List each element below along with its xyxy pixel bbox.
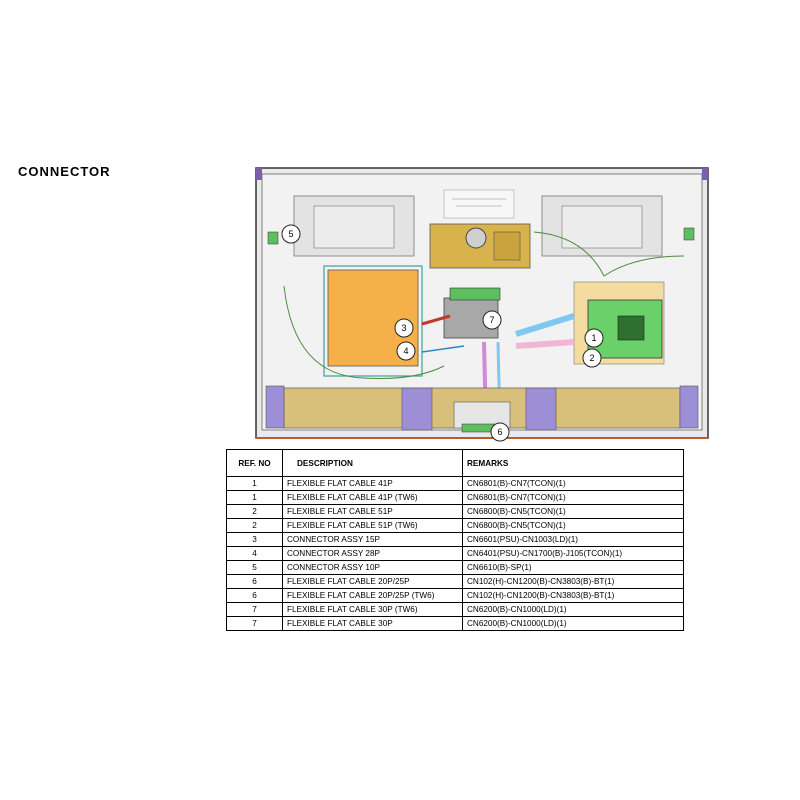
remarks-cell: CN6800(B)-CN5(TCON)(1)	[462, 518, 684, 533]
description-cell: FLEXIBLE FLAT CABLE 30P (TW6)	[282, 602, 463, 617]
description-cell: FLEXIBLE FLAT CABLE 30P	[282, 616, 463, 631]
ref-cell: 1	[226, 490, 283, 505]
tv-rear-connector-diagram: 5 3 4 7 1 2 6	[254, 166, 710, 442]
description-cell: FLEXIBLE FLAT CABLE 41P	[282, 476, 463, 491]
remarks-cell: CN102(H)-CN1200(B)-CN3803(B)-BT(1)	[462, 588, 684, 603]
description-cell: FLEXIBLE FLAT CABLE 20P/25P (TW6)	[282, 588, 463, 603]
svg-text:5: 5	[288, 229, 293, 239]
svg-text:4: 4	[403, 346, 408, 356]
description-cell: FLEXIBLE FLAT CABLE 51P	[282, 504, 463, 519]
callout-6: 6	[490, 422, 510, 442]
remarks-cell: CN6801(B)-CN7(TCON)(1)	[462, 490, 684, 505]
ref-cell: 1	[226, 476, 283, 491]
callout-3: 3	[394, 318, 414, 338]
ref-cell: 4	[226, 546, 283, 561]
description-cell: FLEXIBLE FLAT CABLE 51P (TW6)	[282, 518, 463, 533]
ref-cell: 6	[226, 574, 283, 589]
header-ref-no: REF. NO	[226, 449, 283, 477]
remarks-cell: CN102(H)-CN1200(B)-CN3803(B)-BT(1)	[462, 574, 684, 589]
svg-text:1: 1	[591, 333, 596, 343]
header-remarks: REMARKS	[462, 449, 684, 477]
callout-4: 4	[396, 341, 416, 361]
table-header-row: REF. NO DESCRIPTION REMARKS	[226, 449, 684, 477]
svg-text:7: 7	[489, 315, 494, 325]
remarks-cell: CN6200(B)-CN1000(LD)(1)	[462, 602, 684, 617]
remarks-cell: CN6610(B)-SP(1)	[462, 560, 684, 575]
ref-cell: 3	[226, 532, 283, 547]
ref-cell: 2	[226, 504, 283, 519]
ref-cell: 6	[226, 588, 283, 603]
remarks-cell: CN6200(B)-CN1000(LD)(1)	[462, 616, 684, 631]
remarks-cell: CN6801(B)-CN7(TCON)(1)	[462, 476, 684, 491]
callout-2: 2	[582, 348, 602, 368]
svg-text:6: 6	[497, 427, 502, 437]
ref-cell: 2	[226, 518, 283, 533]
description-cell: CONNECTOR ASSY 15P	[282, 532, 463, 547]
description-cell: FLEXIBLE FLAT CABLE 41P (TW6)	[282, 490, 463, 505]
callout-5: 5	[281, 224, 301, 244]
svg-text:3: 3	[401, 323, 406, 333]
callout-1: 1	[584, 328, 604, 348]
ref-cell: 5	[226, 560, 283, 575]
svg-text:2: 2	[589, 353, 594, 363]
description-cell: FLEXIBLE FLAT CABLE 20P/25P	[282, 574, 463, 589]
ref-cell: 7	[226, 616, 283, 631]
description-cell: CONNECTOR ASSY 28P	[282, 546, 463, 561]
description-cell: CONNECTOR ASSY 10P	[282, 560, 463, 575]
remarks-cell: CN6800(B)-CN5(TCON)(1)	[462, 504, 684, 519]
remarks-cell: CN6601(PSU)-CN1003(LD)(1)	[462, 532, 684, 547]
header-description: DESCRIPTION	[282, 449, 463, 477]
ref-cell: 7	[226, 602, 283, 617]
callout-7: 7	[482, 310, 502, 330]
remarks-cell: CN6401(PSU)-CN1700(B)-J105(TCON)(1)	[462, 546, 684, 561]
page-title: CONNECTOR	[18, 164, 111, 179]
